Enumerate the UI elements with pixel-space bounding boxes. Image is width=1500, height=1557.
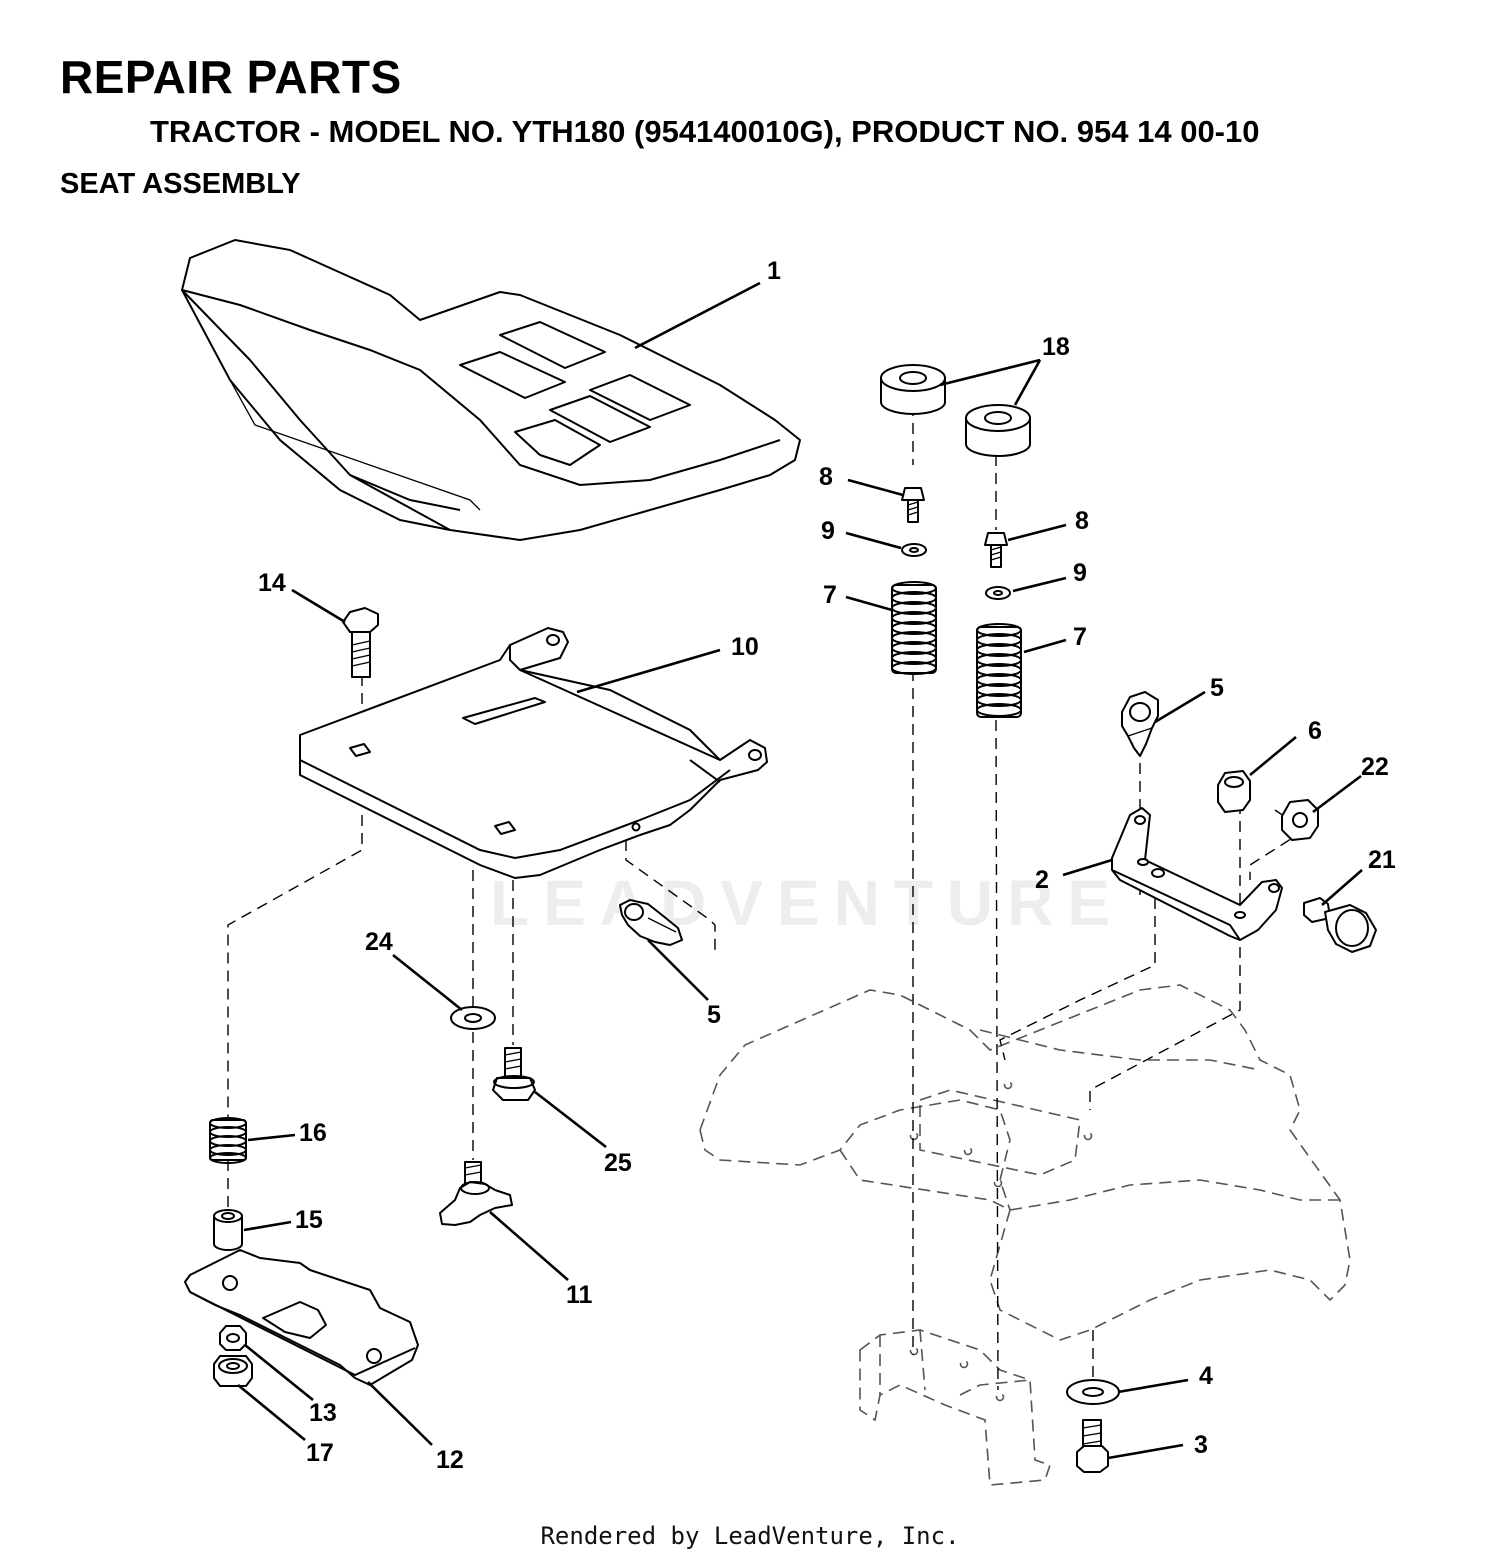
callout-7-right: 7	[1073, 623, 1087, 651]
bumper-right	[965, 404, 1031, 457]
flange-nut	[219, 1325, 247, 1351]
callout-8-left: 8	[819, 463, 833, 491]
callout-7-left: 7	[823, 581, 837, 609]
callout-5-lower: 5	[707, 1001, 721, 1029]
callout-labels: 1 18 8 8 9 9 7 7 10 14 5 6 22 2 21 5 24 …	[258, 257, 1396, 1474]
bumper-left	[880, 364, 946, 415]
spring-left	[891, 581, 937, 675]
flange-bolt	[492, 1047, 536, 1101]
section-title: SEAT ASSEMBLY	[60, 168, 301, 200]
callout-5-upper: 5	[1210, 674, 1224, 702]
callout-1: 1	[767, 257, 781, 285]
footer-credit: Rendered by LeadVenture, Inc.	[540, 1522, 960, 1550]
spacer	[213, 1209, 243, 1251]
shoulder-bolt	[1303, 897, 1377, 953]
callout-14: 14	[258, 569, 286, 597]
seat-bracket	[1111, 807, 1283, 941]
carriage-bolt	[342, 607, 379, 678]
callout-4: 4	[1199, 1362, 1213, 1390]
seat-knob	[439, 1161, 513, 1226]
tractor-body-ghost	[699, 984, 1351, 1486]
lock-washer	[213, 1355, 253, 1387]
hex-bolt	[1076, 1419, 1109, 1473]
screw-right	[984, 532, 1008, 568]
clip-lower	[619, 899, 683, 946]
spring-right	[976, 623, 1022, 718]
seat-pan	[299, 627, 768, 879]
callout-9-right: 9	[1073, 559, 1087, 587]
small-spring	[209, 1117, 247, 1164]
callout-16: 16	[299, 1119, 327, 1147]
assembly-lines	[227, 405, 1307, 1391]
callout-11: 11	[566, 1281, 593, 1309]
callout-22: 22	[1361, 753, 1389, 781]
clip-upper	[1121, 691, 1159, 757]
callout-10: 10	[731, 633, 759, 661]
callout-8-right: 8	[1075, 507, 1089, 535]
callout-15: 15	[295, 1206, 323, 1234]
model-line: TRACTOR - MODEL NO. YTH180 (954140010G),…	[150, 114, 1260, 149]
watermark: LEADVENTURE	[490, 867, 1125, 939]
lock-nut	[1217, 770, 1251, 813]
screw-left	[901, 487, 925, 523]
hex-nut	[1281, 799, 1319, 841]
seat	[181, 239, 801, 541]
flat-washer-hole	[464, 1013, 482, 1023]
callout-6: 6	[1308, 717, 1322, 745]
washer-right-hole	[993, 590, 1003, 596]
page-title: REPAIR PARTS	[60, 51, 402, 103]
callout-3: 3	[1194, 1431, 1208, 1459]
callout-12: 12	[436, 1446, 464, 1474]
callout-9-left: 9	[821, 517, 835, 545]
washer-left-hole	[909, 547, 919, 553]
callout-24: 24	[365, 928, 393, 956]
leader-lines	[237, 281, 1363, 1460]
callout-18: 18	[1042, 333, 1070, 361]
callout-21: 21	[1368, 846, 1396, 874]
callout-25: 25	[604, 1149, 632, 1177]
callout-17: 17	[306, 1439, 334, 1467]
adjuster-plate	[184, 1249, 419, 1386]
callout-13: 13	[309, 1399, 337, 1427]
callout-2: 2	[1035, 866, 1049, 894]
washer-bottom-hole	[1082, 1387, 1104, 1397]
